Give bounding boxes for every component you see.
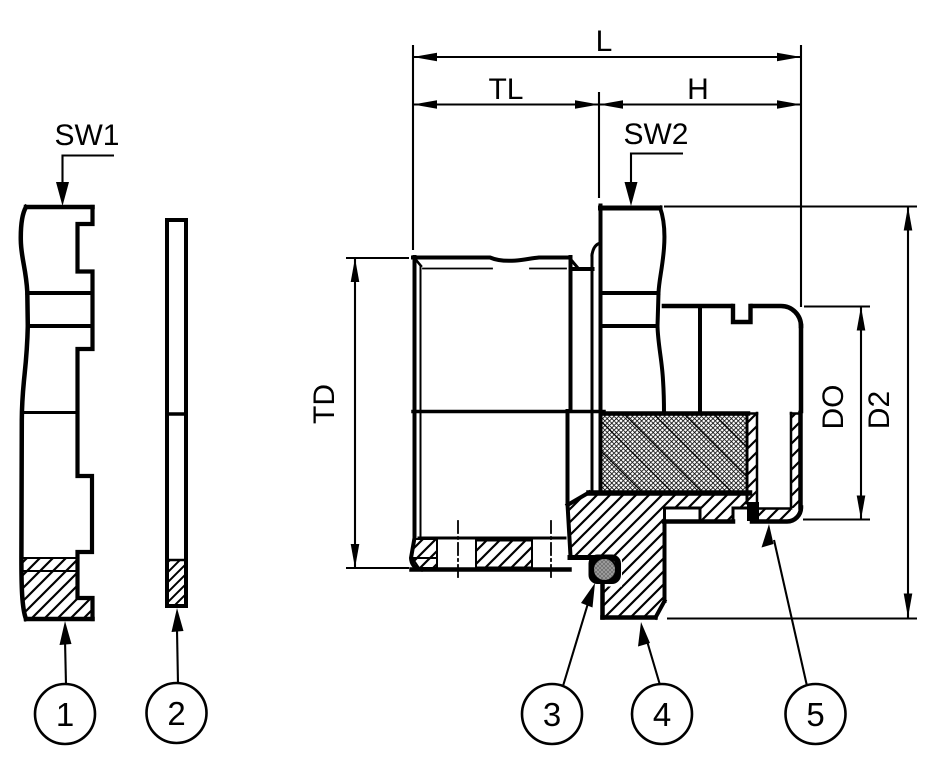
- svg-text:D2: D2: [863, 391, 896, 429]
- svg-text:L: L: [596, 25, 613, 58]
- svg-text:4: 4: [653, 696, 671, 733]
- svg-text:DO: DO: [817, 385, 850, 430]
- svg-text:3: 3: [543, 696, 561, 733]
- svg-text:5: 5: [806, 696, 824, 733]
- svg-text:SW1: SW1: [54, 119, 119, 152]
- svg-text:SW2: SW2: [623, 118, 688, 151]
- svg-text:H: H: [687, 73, 709, 106]
- svg-text:1: 1: [56, 696, 74, 733]
- svg-text:TD: TD: [308, 384, 341, 424]
- svg-text:TL: TL: [488, 73, 523, 106]
- svg-text:2: 2: [167, 695, 185, 732]
